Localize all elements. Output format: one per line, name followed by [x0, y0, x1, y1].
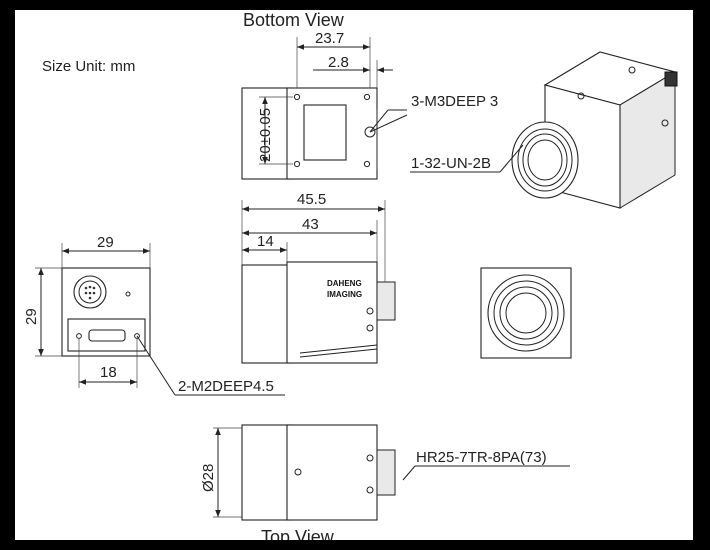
rear-view: [480, 267, 572, 359]
iso-lens-mount: [511, 121, 579, 199]
dim-23-7: 23.7: [315, 30, 344, 47]
bottom-view-title: Bottom View: [243, 10, 345, 30]
dim-45-5: 45.5: [297, 191, 326, 208]
isometric-view: 1-32-UN-2B: [410, 51, 678, 209]
bottom-view-label-plate: [303, 104, 347, 161]
screw-hole: [363, 160, 371, 168]
callout-connector: HR25-7TR-8PA(73): [416, 449, 547, 466]
top-view-title: Top View: [261, 527, 335, 540]
callout-m3: 3-M3DEEP 3: [411, 93, 498, 110]
front-view: 29 29 18 2-M2DEEP4.5: [23, 234, 285, 396]
top-view-body: [286, 424, 378, 521]
side-view: DAHENG IMAGING 45.5 43 14: [241, 191, 396, 364]
drawing-sheet: Bottom View Size Unit: mm 23.7 2.8 20±0.…: [15, 10, 693, 540]
screw-hole: [293, 93, 301, 101]
status-led: [125, 291, 131, 297]
logo-line1: DAHENG: [327, 279, 362, 288]
usb-port: [88, 329, 126, 342]
rear-view-mount: [487, 274, 565, 352]
callout-m2: 2-M2DEEP4.5: [178, 378, 274, 395]
logo-line2: IMAGING: [327, 290, 362, 299]
side-view-connector: [376, 281, 396, 321]
callout-thread: 1-32-UN-2B: [411, 155, 491, 172]
technical-drawing: Bottom View Size Unit: mm 23.7 2.8 20±0.…: [23, 10, 678, 540]
dim-29-height: 29: [23, 308, 40, 325]
dim-14: 14: [257, 233, 274, 250]
iso-connector: [664, 71, 678, 87]
screw-hole: [293, 160, 301, 168]
dim-29-width: 29: [97, 234, 114, 251]
top-view: Ø28 HR25-7TR-8PA(73): [200, 424, 570, 521]
dim-18: 18: [100, 364, 117, 381]
screw-hole: [363, 93, 371, 101]
bottom-view: 23.7 2.8 20±0.05 3-M3DEEP 3: [241, 30, 498, 180]
dim-28-diameter: Ø28: [200, 464, 217, 492]
top-view-lens-section: [241, 424, 293, 521]
dim-43: 43: [302, 216, 319, 233]
dim-2-8: 2.8: [328, 54, 349, 71]
top-view-connector: [376, 449, 396, 496]
size-unit-note: Size Unit: mm: [42, 58, 135, 75]
side-view-body: [286, 261, 378, 364]
dim-20: 20±0.05: [257, 108, 274, 162]
tripod-hole: [364, 126, 376, 138]
side-view-lens-section: [241, 264, 293, 364]
